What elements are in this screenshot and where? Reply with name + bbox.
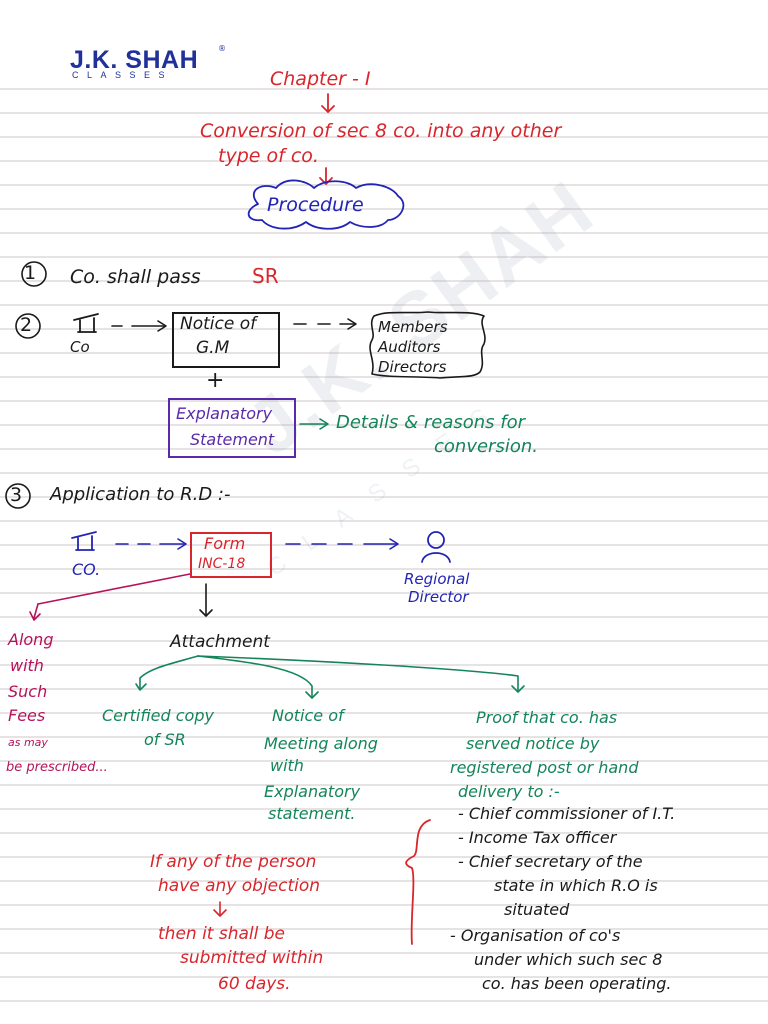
attachment-2-line3: with: [270, 756, 304, 775]
topic-title-line2: type of co.: [218, 145, 319, 167]
chapter-down-arrow: [321, 93, 335, 113]
objection-line3: then it shall be: [158, 924, 286, 944]
recipient-auditors: Auditors: [378, 338, 441, 356]
co-to-form-arrow: [115, 538, 187, 550]
attachment-3-line1: Proof that co. has: [476, 708, 618, 727]
it-recipient-4-cont1: under which such sec 8: [474, 950, 663, 969]
attachment-1-line2: of SR: [144, 730, 186, 749]
objection-down-arrow: [213, 901, 227, 917]
attachment-2-line4: Explanatory: [264, 782, 361, 801]
attachment-3-line4: delivery to :-: [458, 782, 560, 801]
fees-line6: be prescribed...: [6, 760, 108, 775]
company-building-icon: [73, 313, 99, 333]
step-3-company-label: CO.: [72, 560, 101, 579]
title-down-arrow: [319, 167, 333, 185]
fees-line2: with: [10, 656, 44, 675]
recipient-members: Members: [378, 318, 448, 336]
form-label: Form: [204, 534, 246, 553]
procedure-cloud-icon: [247, 179, 405, 230]
attachment-2-line1: Notice of: [272, 706, 344, 725]
objection-line5: 60 days.: [218, 974, 291, 994]
step-3-circle: [5, 483, 31, 509]
explanatory-to-details-arrow: [299, 418, 329, 430]
step-1-text: Co. shall pass: [70, 266, 201, 288]
step-1-sr: SR: [252, 264, 279, 288]
details-line2: conversion.: [434, 436, 538, 457]
it-recipient-3-cont2: situated: [504, 900, 570, 919]
step-3-title: Application to R.D :-: [50, 484, 231, 505]
form-number: INC-18: [198, 556, 246, 572]
plus-sign: +: [206, 368, 225, 393]
form-to-attachment-arrow: [199, 583, 213, 617]
attachment-1-line1: Certified copy: [102, 706, 214, 725]
objection-curly-brace: [405, 819, 431, 945]
it-recipient-2: - Income Tax officer: [458, 828, 617, 847]
attachment-2-line5: statement.: [268, 804, 356, 823]
attachment-label: Attachment: [170, 632, 270, 652]
objection-line2: have any objection: [158, 876, 321, 896]
it-recipient-4: - Organisation of co's: [450, 926, 621, 945]
company-building-icon-2: [71, 531, 97, 551]
regional-director-person-icon: [421, 531, 451, 563]
form-to-rd-arrow: [285, 538, 399, 550]
explanatory-statement-box: [168, 398, 296, 458]
regional-director-line1: Regional: [404, 570, 470, 588]
it-recipient-3: - Chief secretary of the: [458, 852, 643, 871]
attachment-3-line3: registered post or hand: [450, 758, 639, 777]
step-1-circle: [21, 261, 47, 287]
form-inc18-box: [190, 532, 272, 578]
form-to-fees-arrow: [29, 573, 191, 621]
procedure-label: Procedure: [267, 194, 364, 216]
it-recipient-1: - Chief commissioner of I.T.: [458, 804, 676, 823]
step-2-company-label: Co: [70, 338, 90, 356]
logo-tagline: CLASSES: [72, 70, 174, 80]
objection-line1: If any of the person: [150, 852, 317, 872]
co-to-notice-arrow: [111, 320, 167, 332]
attachment-branches: [135, 655, 525, 699]
notice-of-gm-box: [172, 312, 280, 368]
notice-of-gm-line2: G.M: [196, 338, 230, 358]
recipient-directors: Directors: [378, 358, 447, 376]
notice-to-members-arrow: [293, 318, 357, 330]
step-2-number: 2: [20, 314, 33, 336]
step-2-circle: [15, 313, 41, 339]
details-line1: Details & reasons for: [336, 412, 526, 433]
explanatory-statement-line2: Statement: [190, 430, 275, 449]
it-recipient-3-cont1: state in which R.O is: [494, 876, 658, 895]
regional-director-line2: Director: [408, 588, 469, 606]
fees-line5: as may: [8, 736, 48, 749]
logo-wordmark: J.K. SHAH: [70, 46, 199, 74]
fees-line4: Fees: [8, 706, 46, 725]
objection-line4: submitted within: [180, 948, 324, 968]
attachment-3-line2: served notice by: [466, 734, 600, 753]
explanatory-statement-line1: Explanatory: [176, 404, 273, 423]
fees-line1: Along: [8, 630, 54, 649]
logo-registered-mark: ®: [218, 44, 226, 53]
it-recipient-4-cont2: co. has been operating.: [482, 974, 672, 993]
topic-title-line1: Conversion of sec 8 co. into any other: [200, 120, 562, 142]
step-3-number: 3: [10, 484, 23, 506]
notice-of-gm-line1: Notice of: [180, 314, 257, 334]
members-cloud-icon: [369, 311, 486, 379]
attachment-2-line2: Meeting along: [264, 734, 378, 753]
step-1-number: 1: [24, 262, 37, 284]
fees-line3: Such: [8, 682, 48, 701]
chapter-heading: Chapter - I: [270, 68, 371, 90]
